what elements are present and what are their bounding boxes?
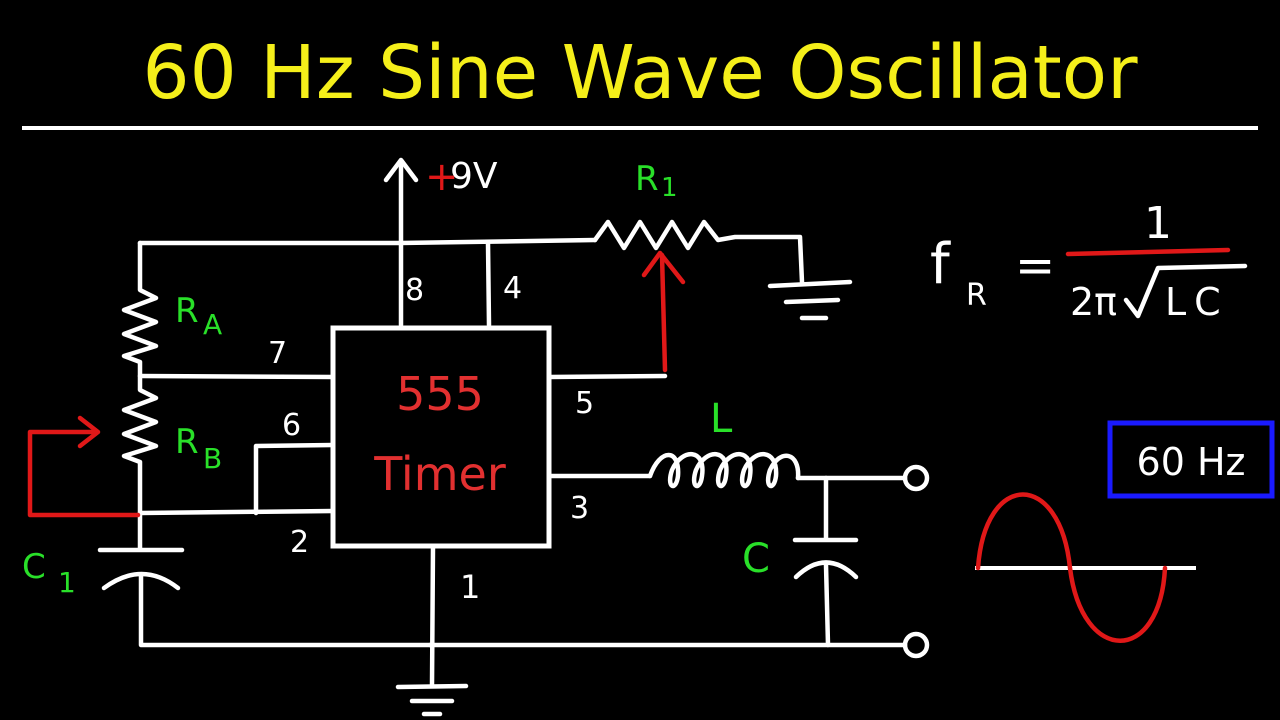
rb-label: R [175,422,199,462]
sine-wave-curve [975,492,1168,643]
ra-rb-resistor-chain [121,240,159,551]
trigger-voltage-arrow [27,415,141,518]
pin3-label: 3 [570,491,589,526]
formula-numerator: 1 [1144,198,1172,249]
pin5-label: 5 [575,386,594,421]
r1-ground-icon [767,279,853,321]
ra-subscript: A [203,308,222,341]
frequency-box [1107,420,1275,499]
pin4-label: 4 [503,271,522,306]
formula-radicand: LC [1165,280,1229,324]
main-ground-icon [395,683,469,717]
formula-equals: = [1015,238,1055,294]
r1-potentiometer [592,219,805,285]
pin6-wire [253,442,336,516]
formula-f: f [930,232,951,297]
page-title: 60 Hz Sine Wave Oscillator [142,30,1138,116]
ra-label: R [175,291,199,331]
output-bottom-terminal [902,631,930,659]
top-rail-wire [137,237,598,246]
pin6-label: 6 [282,408,301,443]
pin1-label: 1 [460,568,480,606]
c-capacitor [792,475,859,648]
formula-two-pi: 2π [1070,280,1117,324]
timer-name-label: Timer [373,447,506,501]
supply-plus-sign: + [425,154,459,200]
output-top-terminal [902,464,930,492]
rb-subscript: B [203,442,222,475]
formula-fraction-bar [1065,247,1231,257]
pin5-wire [546,373,668,380]
l-label: L [710,396,733,442]
formula-sqrt-sign [1123,263,1248,319]
pin8-label: 8 [405,273,424,308]
pin7-wire [137,373,336,380]
c1-subscript: 1 [58,566,76,599]
c-label: C [742,536,770,582]
timer-number-label: 555 [396,367,484,421]
pin4-wire [485,240,492,328]
pin7-label: 7 [268,336,287,371]
c1-capacitor [97,547,433,648]
supply-voltage-label: 9V [450,156,498,197]
r1-label: R [635,159,659,199]
pin2-wire [137,508,336,516]
r1-wiper-arrow [641,250,686,373]
pin2-label: 2 [290,525,309,560]
timer-ic-box [330,325,552,549]
formula-f-subscript: R [966,278,987,313]
pin1-wire [429,543,436,688]
c1-label: C [22,547,46,587]
l-inductor [647,451,801,489]
frequency-box-label: 60 Hz [1137,440,1246,484]
r1-subscript: 1 [661,173,678,203]
